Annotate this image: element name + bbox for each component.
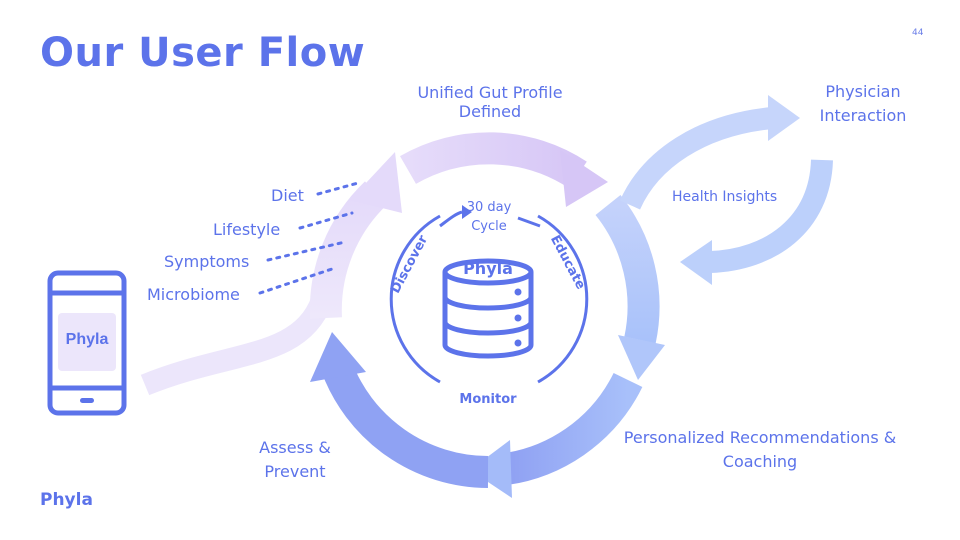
cycle-arrowhead-top	[560, 150, 608, 207]
input-dotted-lines	[258, 181, 360, 295]
input-label-microbiome: Microbiome	[147, 285, 240, 304]
input-label-lifestyle: Lifestyle	[213, 220, 281, 239]
unified-gut-profile-line1: Unified Gut Profile	[417, 83, 563, 102]
physician-arrowhead-up	[768, 95, 800, 141]
assess-prevent-line2: Prevent	[264, 462, 326, 481]
core-ring-right	[537, 214, 589, 384]
health-insights-label: Health Insights	[672, 189, 778, 205]
unified-gut-profile-label: Unified Gut Profile Defined	[395, 83, 585, 121]
cycle-arc-top	[400, 132, 587, 189]
physician-line2: Interaction	[819, 106, 907, 125]
entry-swoosh	[140, 295, 333, 396]
database-icon	[442, 258, 534, 359]
core-ring-top-arrow-line	[439, 210, 463, 228]
physician-arrowhead-down	[680, 240, 712, 285]
cycle-arrowhead-bottom	[470, 440, 512, 498]
core-ring-left	[389, 214, 441, 384]
core-ring-top-right	[517, 216, 541, 228]
physician-arrow-down	[709, 159, 833, 273]
cycle-duration-line1: 30 day	[466, 200, 512, 215]
unified-gut-profile-line2: Defined	[458, 102, 522, 121]
cycle-arc-left	[309, 181, 388, 319]
db-led-3	[514, 339, 522, 347]
cycle-duration-line2: Cycle	[471, 219, 507, 234]
cycle-arrowhead-left	[350, 152, 402, 213]
cycle-duration-label: 30 day Cycle	[448, 198, 530, 236]
recommendations-line2: Coaching	[722, 452, 798, 471]
input-label-diet: Diet	[271, 186, 304, 205]
cycle-arrowhead-right	[618, 335, 665, 380]
slide-title: Our User Flow	[40, 30, 366, 76]
assess-prevent-line1: Assess &	[259, 438, 331, 457]
assess-prevent-label: Assess & Prevent	[245, 438, 345, 481]
cycle-arc-bottom	[496, 372, 643, 486]
db-led-1	[514, 288, 522, 296]
db-led-2	[514, 314, 522, 322]
cycle-arc-right	[595, 195, 660, 344]
monitor-label: Monitor	[459, 392, 517, 407]
recommendations-line1: Personalized Recommendations &	[623, 428, 897, 447]
cycle-arc-bottom-left	[320, 359, 489, 488]
input-label-symptoms: Symptoms	[164, 252, 250, 271]
physician-arrow-up	[619, 107, 774, 210]
core-ring-arrowhead	[462, 205, 472, 219]
footer-brand: Phyla	[40, 490, 93, 510]
phone-screen-label: Phyla	[65, 331, 109, 348]
database-label: Phyla	[463, 259, 513, 278]
recommendations-label: Personalized Recommendations & Coaching	[600, 428, 920, 471]
physician-interaction-label: Physician Interaction	[800, 82, 926, 125]
cycle-arrowhead-bottom-left	[310, 332, 366, 382]
physician-line1: Physician	[825, 82, 901, 101]
phone-icon	[47, 270, 127, 416]
page-number: 44	[912, 28, 924, 38]
